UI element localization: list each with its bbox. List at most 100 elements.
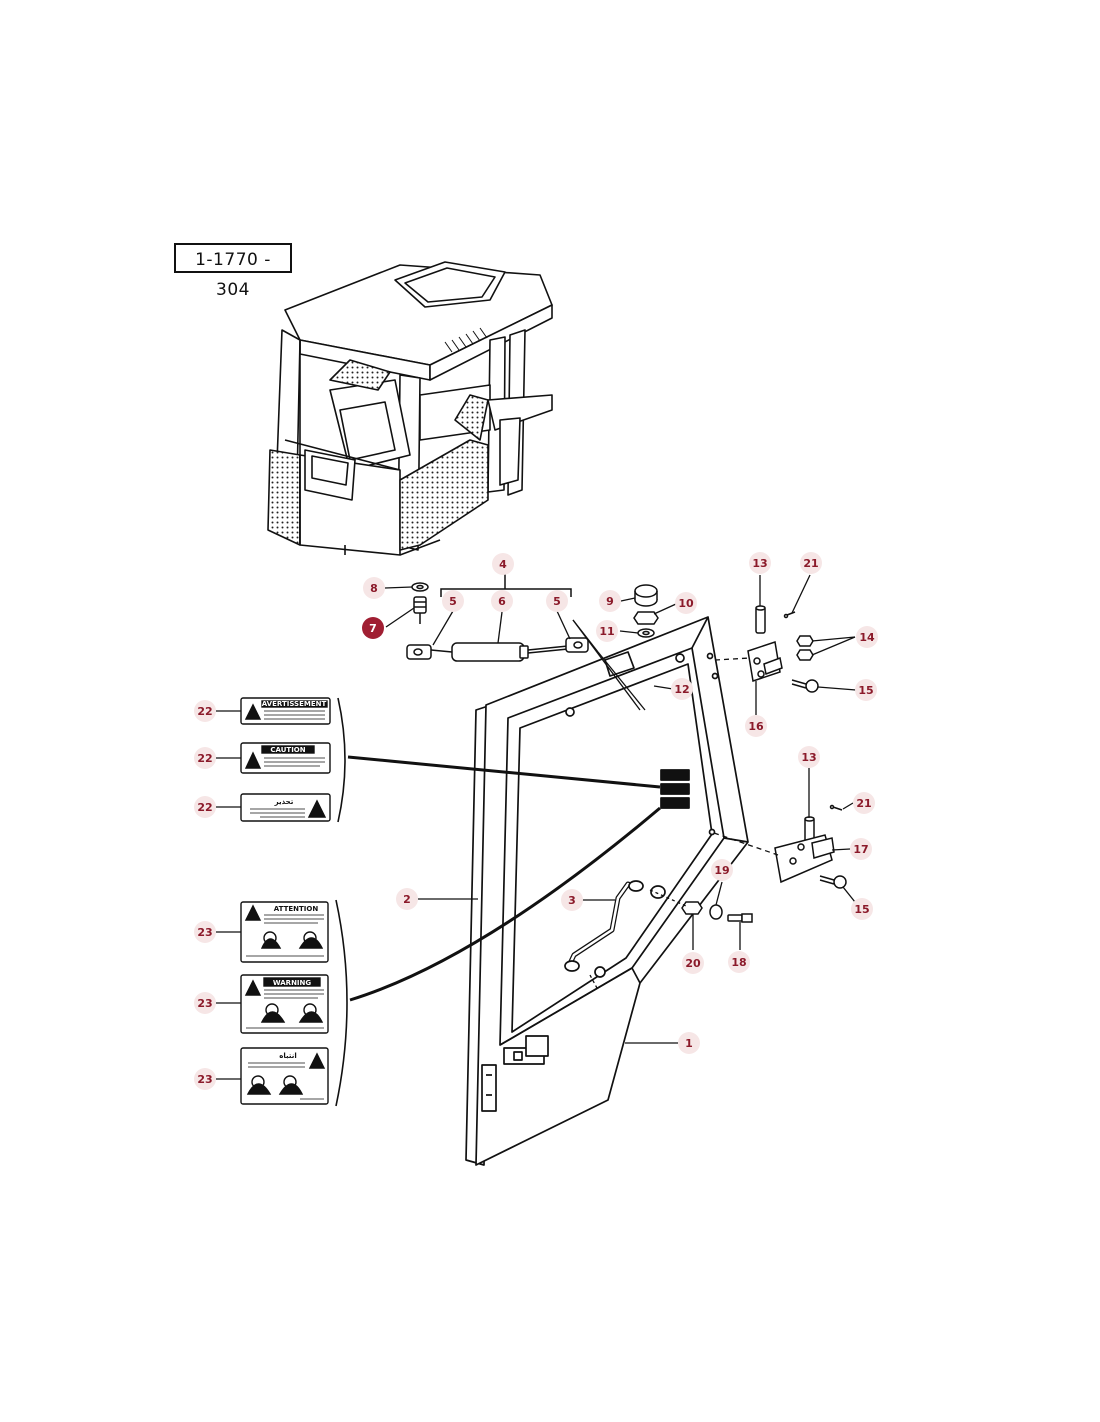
callout-marker [362,617,384,639]
callout-10: 10 [675,592,697,614]
callout-marker [678,1032,700,1054]
callout-marker [800,552,822,574]
callout-marker [363,577,385,599]
decal-attention: ATTENTION [240,901,329,963]
callout-marker [596,620,618,642]
callout-marker [396,888,418,910]
callout-label: 16 [748,720,764,733]
callout-18: 18 [728,951,750,973]
decal-arabic-warning: تحذير [240,793,331,822]
callout-label: 20 [685,957,701,970]
callout-3: 3 [561,889,583,911]
callout-marker [745,715,767,737]
decal-warning-title: WARNING [273,979,312,987]
callout-marker [856,626,878,648]
callout-23: 23 [194,921,216,943]
callout-marker [850,838,872,860]
leader-lines [216,574,857,1080]
callout-label: 4 [499,558,507,571]
callout-marker [442,590,464,612]
decal-arabic-attention: انتباه [240,1047,329,1105]
hinge-parts [681,605,847,923]
callout-4: 4 [492,553,514,575]
callout-marker [853,792,875,814]
callout-marker [194,992,216,1014]
callout-label: 17 [853,843,868,856]
callout-17: 17 [850,838,872,860]
callout-11: 11 [596,620,618,642]
callout-label: 10 [678,597,694,610]
callout-label: 5 [449,595,457,608]
callout-21: 21 [853,792,875,814]
callout-marker [671,678,693,700]
decal-caution: CAUTION [240,742,331,774]
callout-label: 8 [370,582,378,595]
decal-attention-title: ATTENTION [274,905,319,913]
callout-marker [711,859,733,881]
callout-label: 15 [858,684,873,697]
callout-marker [194,700,216,722]
callout-marker [855,679,877,701]
decal-arabic-attention-title: انتباه [279,1052,297,1060]
callout-label: 2 [403,893,411,906]
decal-arabic-warning-title: تحذير [274,798,294,806]
callout-label: 23 [197,1073,212,1086]
callout-23: 23 [194,992,216,1014]
callout-label: 22 [197,752,212,765]
callout-label: 22 [197,801,212,814]
callout-marker [599,590,621,612]
callout-label: 13 [752,557,767,570]
callout-label: 1 [685,1037,693,1050]
callout-label: 13 [801,751,816,764]
callout-marker [728,951,750,973]
callout-marker [546,590,568,612]
callout-15: 15 [855,679,877,701]
callout-label: 18 [731,956,746,969]
callout-6: 6 [491,590,513,612]
gas-strut-assembly [406,571,659,694]
decal-warning: WARNING [240,974,329,1034]
callout-marker [194,747,216,769]
callout-label: 14 [859,631,875,644]
callout-5: 5 [546,590,568,612]
callout-label: 23 [197,926,212,939]
decal-avertissement: AVERTISSEMENT [240,697,331,725]
callout-marker [492,553,514,575]
callout-label: 11 [599,625,614,638]
callout-5: 5 [442,590,464,612]
decal-caution-title: CAUTION [270,746,305,754]
callout-marker [491,590,513,612]
callout-label: 23 [197,997,212,1010]
callout-7: 7 [362,617,384,639]
callout-marker [851,898,873,920]
callout-9: 9 [599,590,621,612]
callout-label: 5 [553,595,561,608]
callout-label: 7 [369,622,377,635]
callout-19: 19 [711,859,733,881]
callout-label: 12 [674,683,689,696]
decal-avertissement-title: AVERTISSEMENT [262,700,327,708]
door-assembly [465,616,749,1166]
callout-22: 22 [194,747,216,769]
cab-illustration [267,261,553,556]
callout-2: 2 [396,888,418,910]
callout-marker [682,952,704,974]
callout-13: 13 [749,552,771,574]
callout-1: 1 [678,1032,700,1054]
callout-marker [749,552,771,574]
callout-23: 23 [194,1068,216,1090]
callout-label: 6 [498,595,506,608]
callout-label: 21 [803,557,818,570]
callout-label: 22 [197,705,212,718]
callout-label: 3 [568,894,576,907]
drawing-number: 1-1770 - 304 [174,243,292,300]
callout-marker [561,889,583,911]
callout-13: 13 [798,746,820,768]
callout-label: 9 [606,595,614,608]
callout-22: 22 [194,700,216,722]
callout-16: 16 [745,715,767,737]
callout-label: 21 [856,797,871,810]
callout-12: 12 [671,678,693,700]
